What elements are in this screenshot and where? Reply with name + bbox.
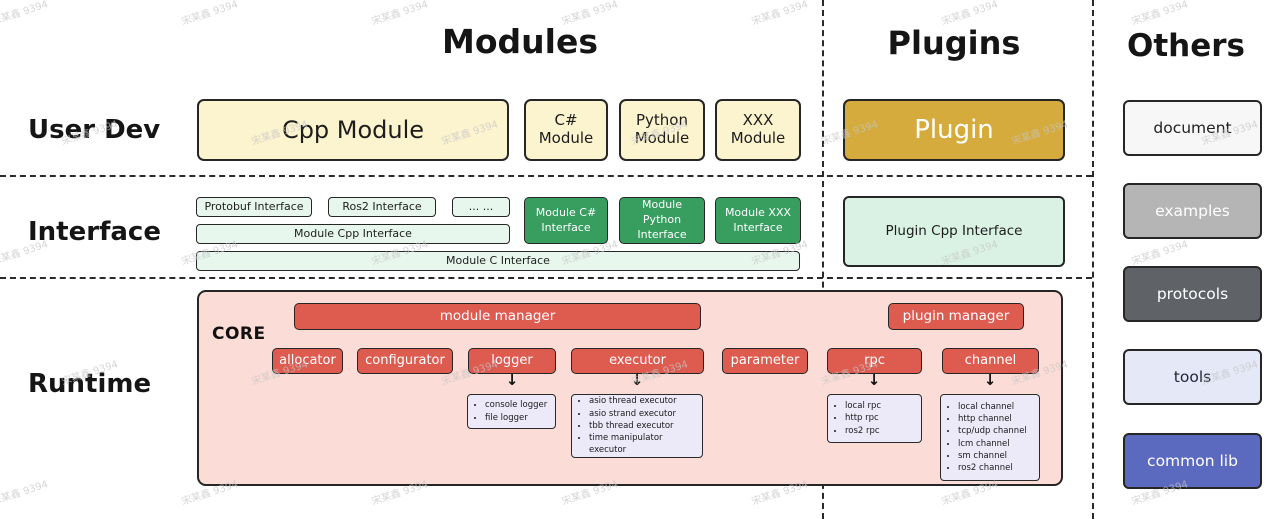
- channel-impl-list: local channelhttp channeltcp/udp channel…: [947, 401, 1027, 475]
- others-protocols-box: protocols: [1123, 266, 1262, 322]
- executor-impl-box: asio thread executorasio strand executor…: [571, 394, 703, 458]
- row-label-user-dev: User Dev: [28, 115, 161, 145]
- xxx-module-box: XXX Module: [715, 99, 801, 161]
- csharp-module-box: C# Module: [524, 99, 608, 161]
- protobuf-interface-box: Protobuf Interface: [196, 197, 312, 217]
- logger-box: logger: [468, 348, 556, 374]
- core-label: CORE: [212, 324, 266, 344]
- rpc-impl-box: local rpchttp rpcros2 rpc: [827, 394, 922, 443]
- row-label-interface: Interface: [28, 217, 161, 247]
- others-common-lib-box: common lib: [1123, 433, 1262, 489]
- module-cpp-interface-box: Module Cpp Interface: [196, 224, 510, 244]
- list-item: http channel: [958, 413, 1027, 425]
- logger-down-arrow-icon: ↓: [505, 371, 519, 389]
- plugin-box: Plugin: [843, 99, 1065, 161]
- plugin-manager-box: plugin manager: [888, 303, 1024, 330]
- executor-impl-list: asio thread executorasio strand executor…: [578, 395, 700, 457]
- logger-impl-box: console loggerfile logger: [467, 394, 556, 429]
- parameter-box: parameter: [722, 348, 808, 374]
- plugins-header: Plugins: [887, 24, 1021, 62]
- rpc-box: rpc: [827, 348, 922, 374]
- python-module-box: Python Module: [619, 99, 705, 161]
- module-csharp-interface-box: Module C# Interface: [524, 197, 608, 244]
- others-document-box: document: [1123, 100, 1262, 156]
- list-item: ros2 channel: [958, 462, 1027, 474]
- rpc-impl-list: local rpchttp rpcros2 rpc: [834, 400, 881, 437]
- others-header: Others: [1126, 28, 1245, 64]
- list-item: local rpc: [845, 400, 881, 412]
- list-item: sm channel: [958, 450, 1027, 462]
- list-item: tbb thread executor: [589, 420, 700, 432]
- cpp-module-box: Cpp Module: [197, 99, 509, 161]
- divider-modules-plugins: [822, 0, 824, 519]
- list-item: console logger: [485, 399, 547, 411]
- allocator-box: allocator: [272, 348, 343, 374]
- list-item: tcp/udp channel: [958, 425, 1027, 437]
- list-item: local channel: [958, 401, 1027, 413]
- divider-userdev-interface: [0, 175, 1092, 177]
- list-item: ros2 rpc: [845, 425, 881, 437]
- watermark-text: 宋某鑫 9394: [1130, 0, 1190, 28]
- divider-plugins-others: [1092, 0, 1094, 519]
- watermark-text: 宋某鑫 9394: [1130, 239, 1190, 268]
- module-xxx-interface-box: Module XXX Interface: [715, 197, 801, 244]
- ros2-interface-box: Ros2 Interface: [328, 197, 436, 217]
- channel-box: channel: [942, 348, 1039, 374]
- module-python-interface-box: Module Python Interface: [619, 197, 705, 244]
- divider-interface-runtime: [0, 277, 1092, 279]
- module-c-interface-box: Module C Interface: [196, 251, 800, 271]
- rpc-down-arrow-icon: ↓: [867, 371, 881, 389]
- executor-down-arrow-icon: ↓: [630, 371, 644, 389]
- list-item: asio thread executor: [589, 395, 700, 407]
- list-item: asio strand executor: [589, 408, 700, 420]
- channel-down-arrow-icon: ↓: [983, 371, 997, 389]
- more-interfaces-box: ... ...: [452, 197, 510, 217]
- watermark-text: 宋某鑫 9394: [0, 479, 50, 508]
- others-examples-box: examples: [1123, 183, 1262, 239]
- executor-box: executor: [571, 348, 704, 374]
- list-item: file logger: [485, 412, 547, 424]
- list-item: http rpc: [845, 412, 881, 424]
- configurator-box: configurator: [357, 348, 453, 374]
- channel-impl-box: local channelhttp channeltcp/udp channel…: [940, 394, 1040, 481]
- others-tools-box: tools: [1123, 349, 1262, 405]
- list-item: lcm channel: [958, 438, 1027, 450]
- module-manager-box: module manager: [294, 303, 701, 330]
- watermark-text: 宋某鑫 9394: [0, 0, 50, 28]
- row-label-runtime: Runtime: [28, 369, 152, 399]
- list-item: time manipulator executor: [589, 432, 700, 457]
- modules-header: Modules: [442, 22, 598, 61]
- plugin-cpp-interface-box: Plugin Cpp Interface: [843, 196, 1065, 267]
- logger-impl-list: console loggerfile logger: [474, 399, 547, 424]
